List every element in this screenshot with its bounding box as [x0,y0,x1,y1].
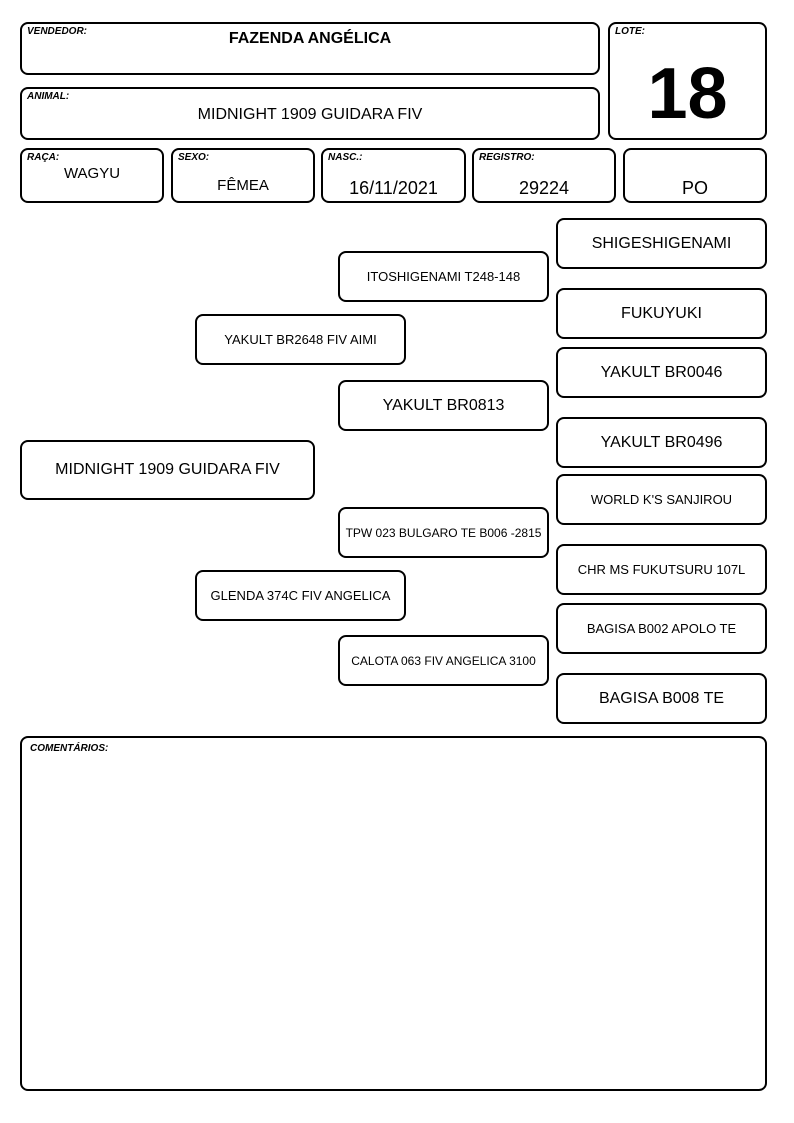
sexo-box: SEXO: FÊMEA [171,148,315,203]
nasc-box: NASC.: 16/11/2021 [321,148,466,203]
registro-value: 29224 [518,178,570,198]
pedigree-sire-sire: ITOSHIGENAMI T248-148 [338,251,549,302]
vendedor-value: FAZENDA ANGÉLICA [228,30,392,47]
lote-value: 18 [647,54,728,134]
pedigree-gen4-5: WORLD K'S SANJIROU [556,474,767,525]
registro-label: REGISTRO: [479,152,535,163]
comments-box: COMENTÁRIOS: [20,736,767,1091]
animal-value: MIDNIGHT 1909 GUIDARA FIV [197,106,423,123]
pedigree-gen4-4: YAKULT BR0496 [556,417,767,468]
comments-label: COMENTÁRIOS: [30,743,109,754]
raca-box: RAÇA: WAGYU [20,148,164,203]
vendedor-label: VENDEDOR: [27,26,88,37]
animal-box: ANIMAL: MIDNIGHT 1909 GUIDARA FIV [20,87,600,140]
raca-label: RAÇA: [27,152,60,163]
sexo-label: SEXO: [178,152,210,163]
categoria-value: PO [681,178,708,198]
pedigree-sire: YAKULT BR2648 FIV AIMI [195,314,406,365]
raca-value: WAGYU [63,165,121,182]
vendedor-box: VENDEDOR: FAZENDA ANGÉLICA [20,22,600,75]
sexo-value: FÊMEA [217,177,269,194]
lote-label: LOTE: [615,26,645,37]
pedigree-gen4-6: CHR MS FUKUTSURU 107L [556,544,767,595]
registro-box: REGISTRO: 29224 [472,148,616,203]
lote-box: LOTE: 18 [608,22,767,140]
categoria-box: PO [623,148,767,203]
pedigree-gen4-7: BAGISA B002 APOLO TE [556,603,767,654]
pedigree-gen4-1: SHIGESHIGENAMI [556,218,767,269]
animal-label: ANIMAL: [27,91,70,102]
pedigree-gen4-8: BAGISA B008 TE [556,673,767,724]
pedigree-dam: GLENDA 374C FIV ANGELICA [195,570,406,621]
pedigree-animal: MIDNIGHT 1909 GUIDARA FIV [20,440,315,500]
pedigree-dam-sire: TPW 023 BULGARO TE B006 -2815 [338,507,549,558]
pedigree-sire-dam: YAKULT BR0813 [338,380,549,431]
nasc-label: NASC.: [328,152,363,163]
pedigree-dam-dam: CALOTA 063 FIV ANGELICA 3100 [338,635,549,686]
pedigree-gen4-3: YAKULT BR0046 [556,347,767,398]
nasc-value: 16/11/2021 [349,178,438,198]
pedigree-gen4-2: FUKUYUKI [556,288,767,339]
